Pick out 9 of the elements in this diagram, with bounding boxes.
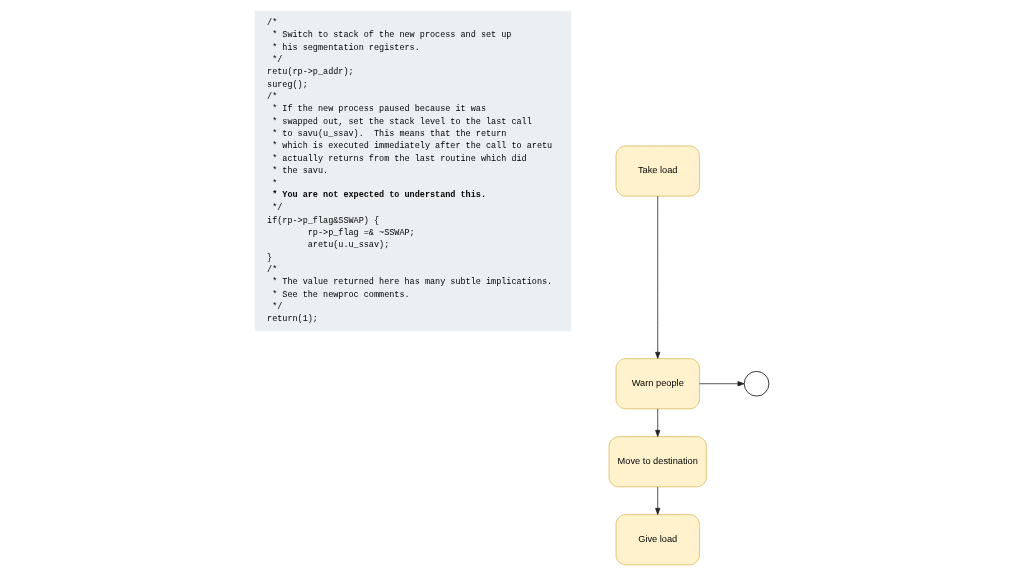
node-box: Move to destination — [608, 436, 707, 488]
node-box: Give load — [615, 514, 700, 566]
arrow — [655, 195, 661, 359]
arrow — [655, 408, 661, 437]
node-box: Warn people — [615, 358, 700, 410]
arrow — [655, 486, 661, 515]
arrow — [699, 381, 745, 387]
node-box: Take load — [615, 145, 700, 197]
node-person — [743, 371, 770, 397]
